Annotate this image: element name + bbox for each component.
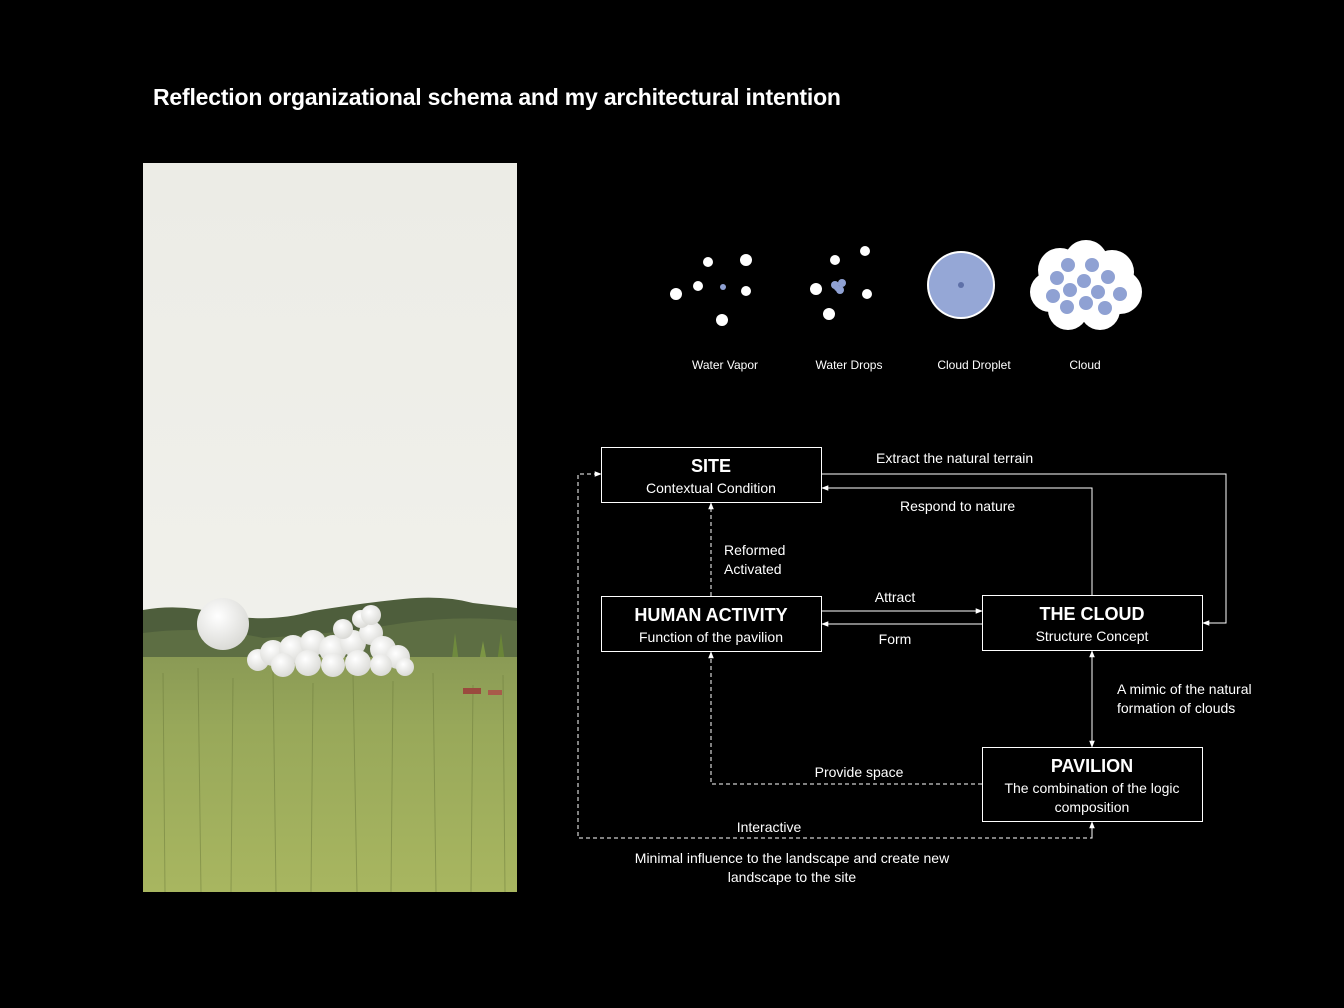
stage-label-water-drops: Water Drops (816, 358, 883, 372)
node-site-title: SITE (691, 456, 731, 476)
edge-label-mimic-line2: formation of clouds (1117, 700, 1235, 716)
edge-provide-line (708, 651, 982, 785)
node-the-cloud-title: THE CLOUD (1040, 604, 1145, 624)
cloud-icon (1030, 240, 1142, 330)
landscape-cloud-pavilion-image (143, 163, 517, 892)
stage-label-water-vapor: Water Vapor (692, 358, 758, 372)
page-title: Reflection organizational schema and my … (153, 84, 841, 110)
edge-label-interactive: Interactive (737, 819, 802, 835)
edge-label-extract: Extract the natural terrain (876, 450, 1033, 466)
cloud-droplet-icon (927, 251, 995, 319)
edge-label-provide: Provide space (815, 764, 904, 780)
node-site: SITE Contextual Condition (601, 447, 822, 503)
node-human-activity: HUMAN ACTIVITY Function of the pavilion (601, 596, 822, 652)
edge-label-minimal-line1: Minimal influence to the landscape and c… (635, 850, 950, 866)
node-site-subtitle: Contextual Condition (646, 480, 776, 496)
stage-label-cloud: Cloud (1069, 358, 1100, 372)
water-drops-icon (810, 246, 872, 320)
edge-label-reformed: Reformed (724, 542, 785, 558)
node-pavilion-subtitle-line2: composition (1055, 799, 1130, 815)
edge-label-mimic-line1: A mimic of the natural (1117, 681, 1252, 697)
node-pavilion-subtitle-line1: The combination of the logic (1004, 780, 1179, 796)
node-pavilion: PAVILION The combination of the logic co… (982, 747, 1203, 822)
node-the-cloud-subtitle: Structure Concept (1036, 628, 1149, 644)
edge-extract-line (822, 473, 1227, 626)
edge-label-minimal-line2: landscape to the site (728, 869, 857, 885)
edge-respond-line (821, 485, 1093, 595)
node-pavilion-title: PAVILION (1051, 756, 1133, 776)
edge-label-attract: Attract (875, 589, 916, 605)
node-human-activity-title: HUMAN ACTIVITY (634, 605, 787, 625)
node-human-activity-subtitle: Function of the pavilion (639, 629, 783, 645)
edge-label-respond: Respond to nature (900, 498, 1015, 514)
edge-label-activated: Activated (724, 561, 782, 577)
node-the-cloud: THE CLOUD Structure Concept (982, 595, 1203, 651)
stage-label-cloud-droplet: Cloud Droplet (937, 358, 1011, 372)
edge-label-form: Form (879, 631, 912, 647)
water-vapor-icon (670, 254, 752, 326)
